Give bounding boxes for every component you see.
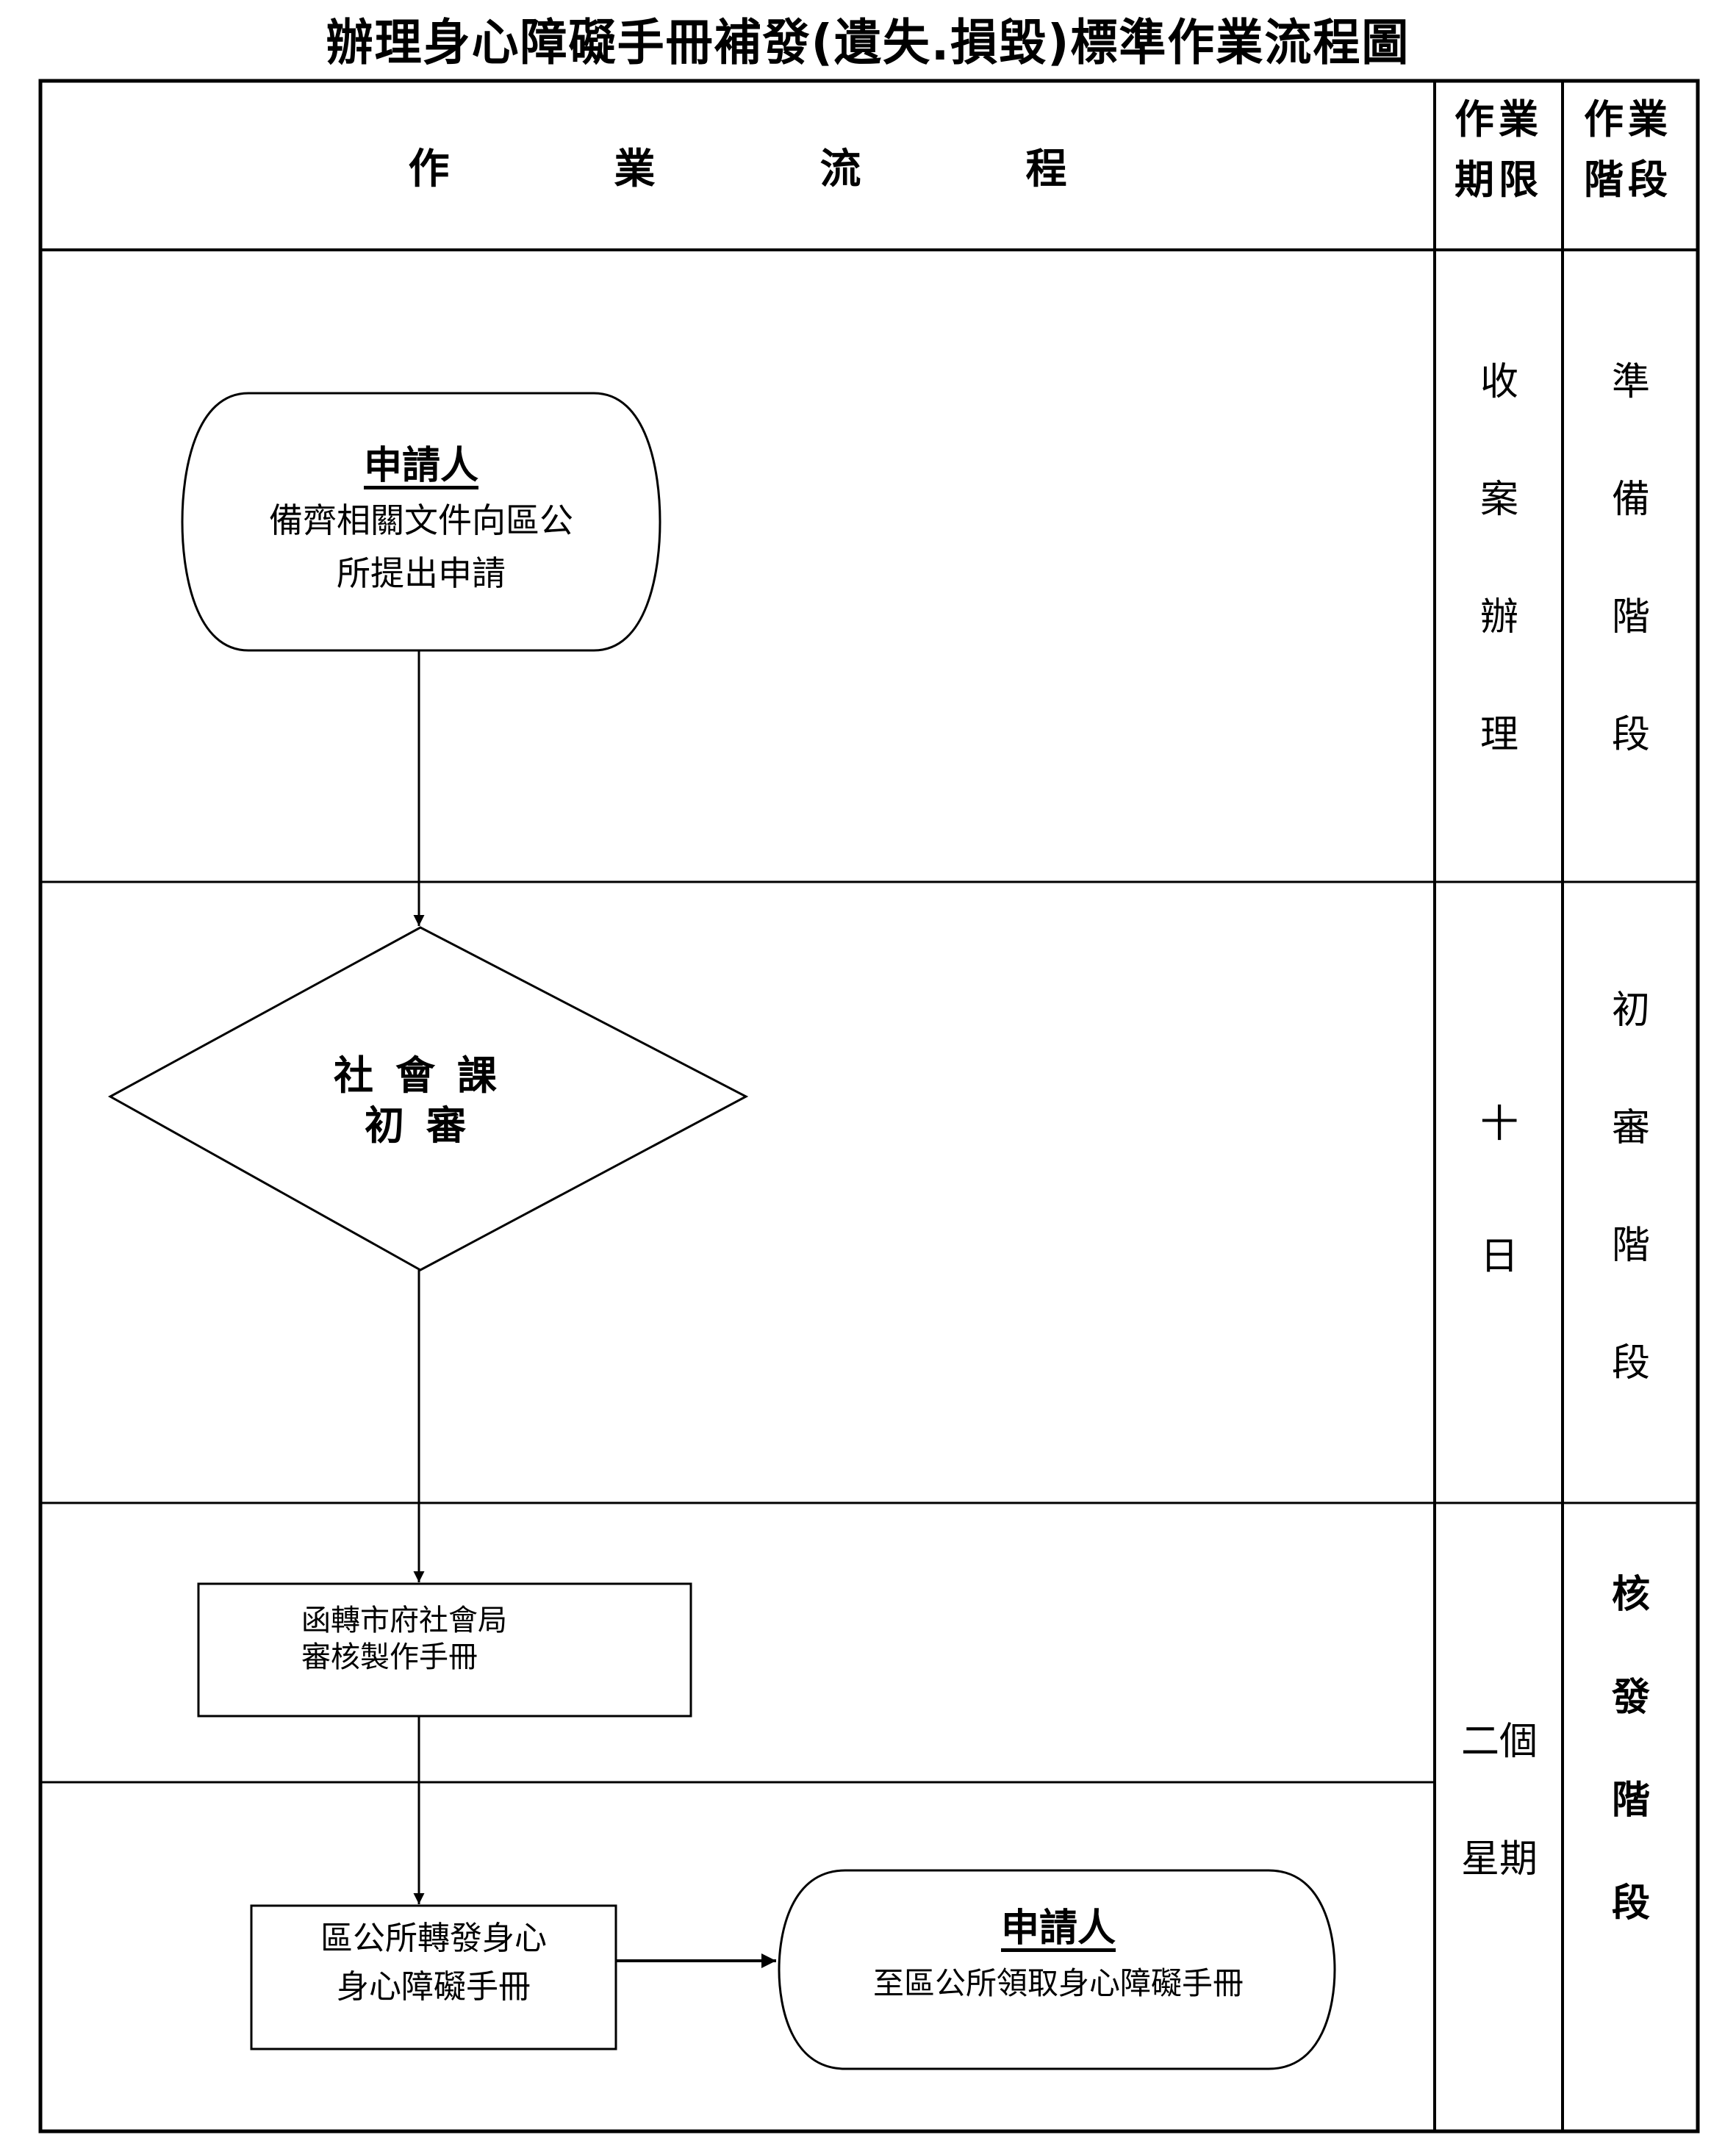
forward-node[interactable]: 函轉市府社會局 審核製作手冊 bbox=[301, 1602, 625, 1676]
end-node-heading: 申請人 bbox=[1000, 1906, 1116, 1951]
header-stage-line: 階段 bbox=[1584, 157, 1672, 203]
deadline-char: 收 bbox=[1479, 360, 1518, 404]
issue-node[interactable]: 區公所轉發身心 身心障礙手冊 bbox=[251, 1914, 616, 2012]
forward-node-line: 函轉市府社會局 bbox=[301, 1604, 507, 1637]
header-deadline-label: 作業 期限 bbox=[1443, 90, 1554, 210]
header-flow-char: 作 bbox=[408, 145, 450, 193]
row-2-deadline: 十 日 bbox=[1437, 1102, 1562, 1279]
header-flow-char: 流 bbox=[819, 145, 861, 193]
issue-node-line: 身心障礙手冊 bbox=[337, 1968, 531, 2006]
start-node-line: 備齊相關文件向區公 bbox=[269, 500, 573, 540]
end-terminator-shape bbox=[778, 1869, 1336, 2070]
forward-process-shape bbox=[197, 1582, 692, 1718]
start-node-line: 所提出申請 bbox=[337, 553, 506, 593]
start-node[interactable]: 申請人 備齊相關文件向區公 所提出申請 bbox=[190, 439, 653, 600]
end-node[interactable]: 申請人 至區公所領取身心障礙手冊 bbox=[786, 1902, 1330, 2010]
deadline-char: 十 bbox=[1479, 1102, 1518, 1146]
deadline-char: 案 bbox=[1479, 478, 1518, 522]
review-node-line: 社會課 bbox=[334, 1052, 519, 1099]
row-3-deadline: 二個 星期 bbox=[1437, 1720, 1562, 1881]
header-flow-label: 作 業 流 程 bbox=[40, 81, 1435, 250]
end-node-line: 至區公所領取身心障礙手冊 bbox=[872, 1965, 1244, 2001]
review-node[interactable]: 社會課 初審 bbox=[220, 1051, 632, 1151]
review-node-line: 初審 bbox=[365, 1102, 488, 1149]
stage-char: 審 bbox=[1611, 1106, 1650, 1150]
stage-char: 階 bbox=[1611, 1224, 1650, 1268]
header-deadline-line: 期限 bbox=[1455, 157, 1543, 203]
row-2-stage: 初 審 階 段 bbox=[1565, 988, 1697, 1385]
stage-char: 備 bbox=[1611, 478, 1650, 522]
deadline-char: 星期 bbox=[1460, 1837, 1538, 1881]
deadline-char: 理 bbox=[1479, 713, 1518, 757]
stage-char: 準 bbox=[1611, 360, 1650, 404]
stage-char: 階 bbox=[1611, 1779, 1650, 1823]
stage-char: 段 bbox=[1611, 713, 1650, 757]
stage-char: 階 bbox=[1611, 595, 1650, 639]
deadline-char: 日 bbox=[1479, 1235, 1518, 1279]
start-node-heading: 申請人 bbox=[363, 444, 478, 488]
header-stage-label: 作業 階段 bbox=[1573, 90, 1683, 210]
issue-node-line: 區公所轉發身心 bbox=[320, 1920, 547, 1957]
stage-char: 核 bbox=[1611, 1573, 1650, 1617]
forward-node-line: 審核製作手冊 bbox=[301, 1640, 478, 1674]
header-flow-char: 程 bbox=[1025, 145, 1067, 193]
header-deadline-line: 作業 bbox=[1455, 96, 1543, 143]
review-decision-shape bbox=[107, 926, 749, 1271]
page-title: 辦理身心障礙手冊補發(遺失.損毀)標準作業流程圖 bbox=[326, 15, 1410, 72]
stage-char: 段 bbox=[1611, 1341, 1650, 1385]
row-1-deadline: 收 案 辦 理 bbox=[1437, 360, 1562, 757]
row-3-stage: 核 發 階 段 bbox=[1565, 1573, 1697, 1926]
header-flow-char: 業 bbox=[614, 145, 656, 193]
start-terminator-shape bbox=[181, 392, 661, 652]
stage-char: 初 bbox=[1611, 988, 1650, 1033]
deadline-char: 二個 bbox=[1460, 1720, 1538, 1764]
issue-process-shape bbox=[250, 1904, 617, 2050]
table-border bbox=[38, 79, 1700, 2134]
stage-char: 發 bbox=[1611, 1676, 1650, 1720]
stage-char: 段 bbox=[1611, 1881, 1650, 1926]
header-stage-line: 作業 bbox=[1584, 96, 1672, 143]
deadline-char: 辦 bbox=[1479, 595, 1518, 639]
row-1-stage: 準 備 階 段 bbox=[1565, 360, 1697, 757]
